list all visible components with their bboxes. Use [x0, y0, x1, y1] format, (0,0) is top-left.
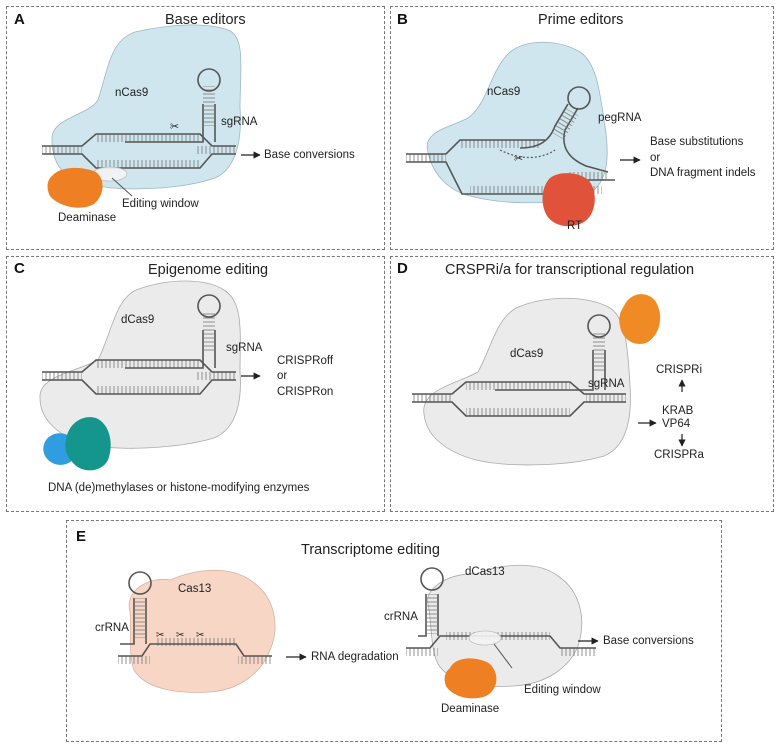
- panel-c-diagram: [39, 280, 261, 471]
- enzyme-label: RT: [567, 220, 583, 232]
- panel-title: CRSPRi/a for transcriptional regulation: [445, 262, 695, 278]
- panel-title: Base editors: [165, 12, 246, 28]
- panel-letter: D: [397, 260, 408, 277]
- panel-b-diagram: ✂: [406, 41, 641, 227]
- panel-letter: C: [14, 260, 25, 277]
- protein-label: dCas9: [121, 314, 155, 326]
- outcome-label: or: [650, 152, 661, 164]
- panel-a: [6, 6, 385, 250]
- outcome-label: Base conversions: [603, 635, 694, 647]
- enzyme-label: DNA (de)methylases or histone-modifying …: [48, 482, 310, 494]
- outcome-label: CRISPRoff: [277, 355, 334, 367]
- protein-label: nCas9: [115, 87, 149, 99]
- svg-text:✂: ✂: [156, 630, 164, 641]
- crispri-label: CRISPRi: [656, 364, 703, 376]
- panel-d: [390, 256, 774, 512]
- crispra-label: CRISPRa: [654, 449, 704, 461]
- panel-d-diagram: [412, 294, 686, 466]
- svg-text:✂: ✂: [170, 120, 179, 133]
- effector-label: KRAB: [662, 405, 694, 417]
- outcome-label: Base substitutions: [650, 136, 744, 148]
- svg-text:✂: ✂: [514, 152, 523, 165]
- editing-window-label: Editing window: [122, 198, 199, 210]
- outcome-label: DNA fragment indels: [650, 167, 756, 179]
- editing-window-label: Editing window: [524, 684, 601, 696]
- guide-rna-label: crRNA: [384, 611, 418, 623]
- teal-enzyme-blob: [65, 417, 111, 471]
- guide-rna-label: sgRNA: [221, 116, 258, 128]
- deaminase-blob: [47, 167, 103, 208]
- panel-e: [66, 520, 722, 742]
- svg-text:✂: ✂: [196, 630, 204, 641]
- panel-title: Prime editors: [538, 12, 624, 28]
- panel-letter: A: [14, 11, 25, 28]
- effector-label: VP64: [662, 418, 691, 430]
- ncas9-protein-shape: [426, 41, 608, 204]
- panel-letter: E: [76, 528, 87, 545]
- protein-label: dCas13: [465, 566, 505, 578]
- outcome-label: or: [277, 370, 288, 382]
- enzyme-label: Deaminase: [58, 212, 117, 224]
- guide-rna-label: sgRNA: [588, 378, 625, 390]
- dcas13-protein-shape: [427, 564, 583, 687]
- outcome-label: CRISPRon: [277, 386, 334, 398]
- deaminase-blob: [444, 658, 497, 699]
- guide-rna-label: crRNA: [95, 622, 129, 634]
- panel-e-diagram: ✂ ✂ ✂: [118, 564, 599, 699]
- reverse-transcriptase-blob: [542, 173, 595, 227]
- svg-text:✂: ✂: [176, 630, 184, 641]
- panel-title: Epigenome editing: [148, 262, 269, 278]
- panel-b: [390, 6, 774, 250]
- effector-blob: [619, 294, 661, 345]
- enzyme-label: Deaminase: [441, 703, 500, 715]
- panel-title: Transcriptome editing: [301, 542, 440, 558]
- protein-label: nCas9: [487, 86, 521, 98]
- guide-rna-label: pegRNA: [598, 112, 642, 124]
- outcome-label: RNA degradation: [311, 651, 399, 663]
- guide-rna-label: sgRNA: [226, 342, 263, 354]
- protein-label: Cas13: [178, 583, 212, 595]
- panel-c: [6, 256, 385, 512]
- panel-a-diagram: ✂: [42, 24, 261, 208]
- outcome-label: Base conversions: [264, 149, 355, 161]
- ncas9-protein-shape: [51, 24, 242, 190]
- panel-letter: B: [397, 11, 408, 28]
- protein-label: dCas9: [510, 348, 544, 360]
